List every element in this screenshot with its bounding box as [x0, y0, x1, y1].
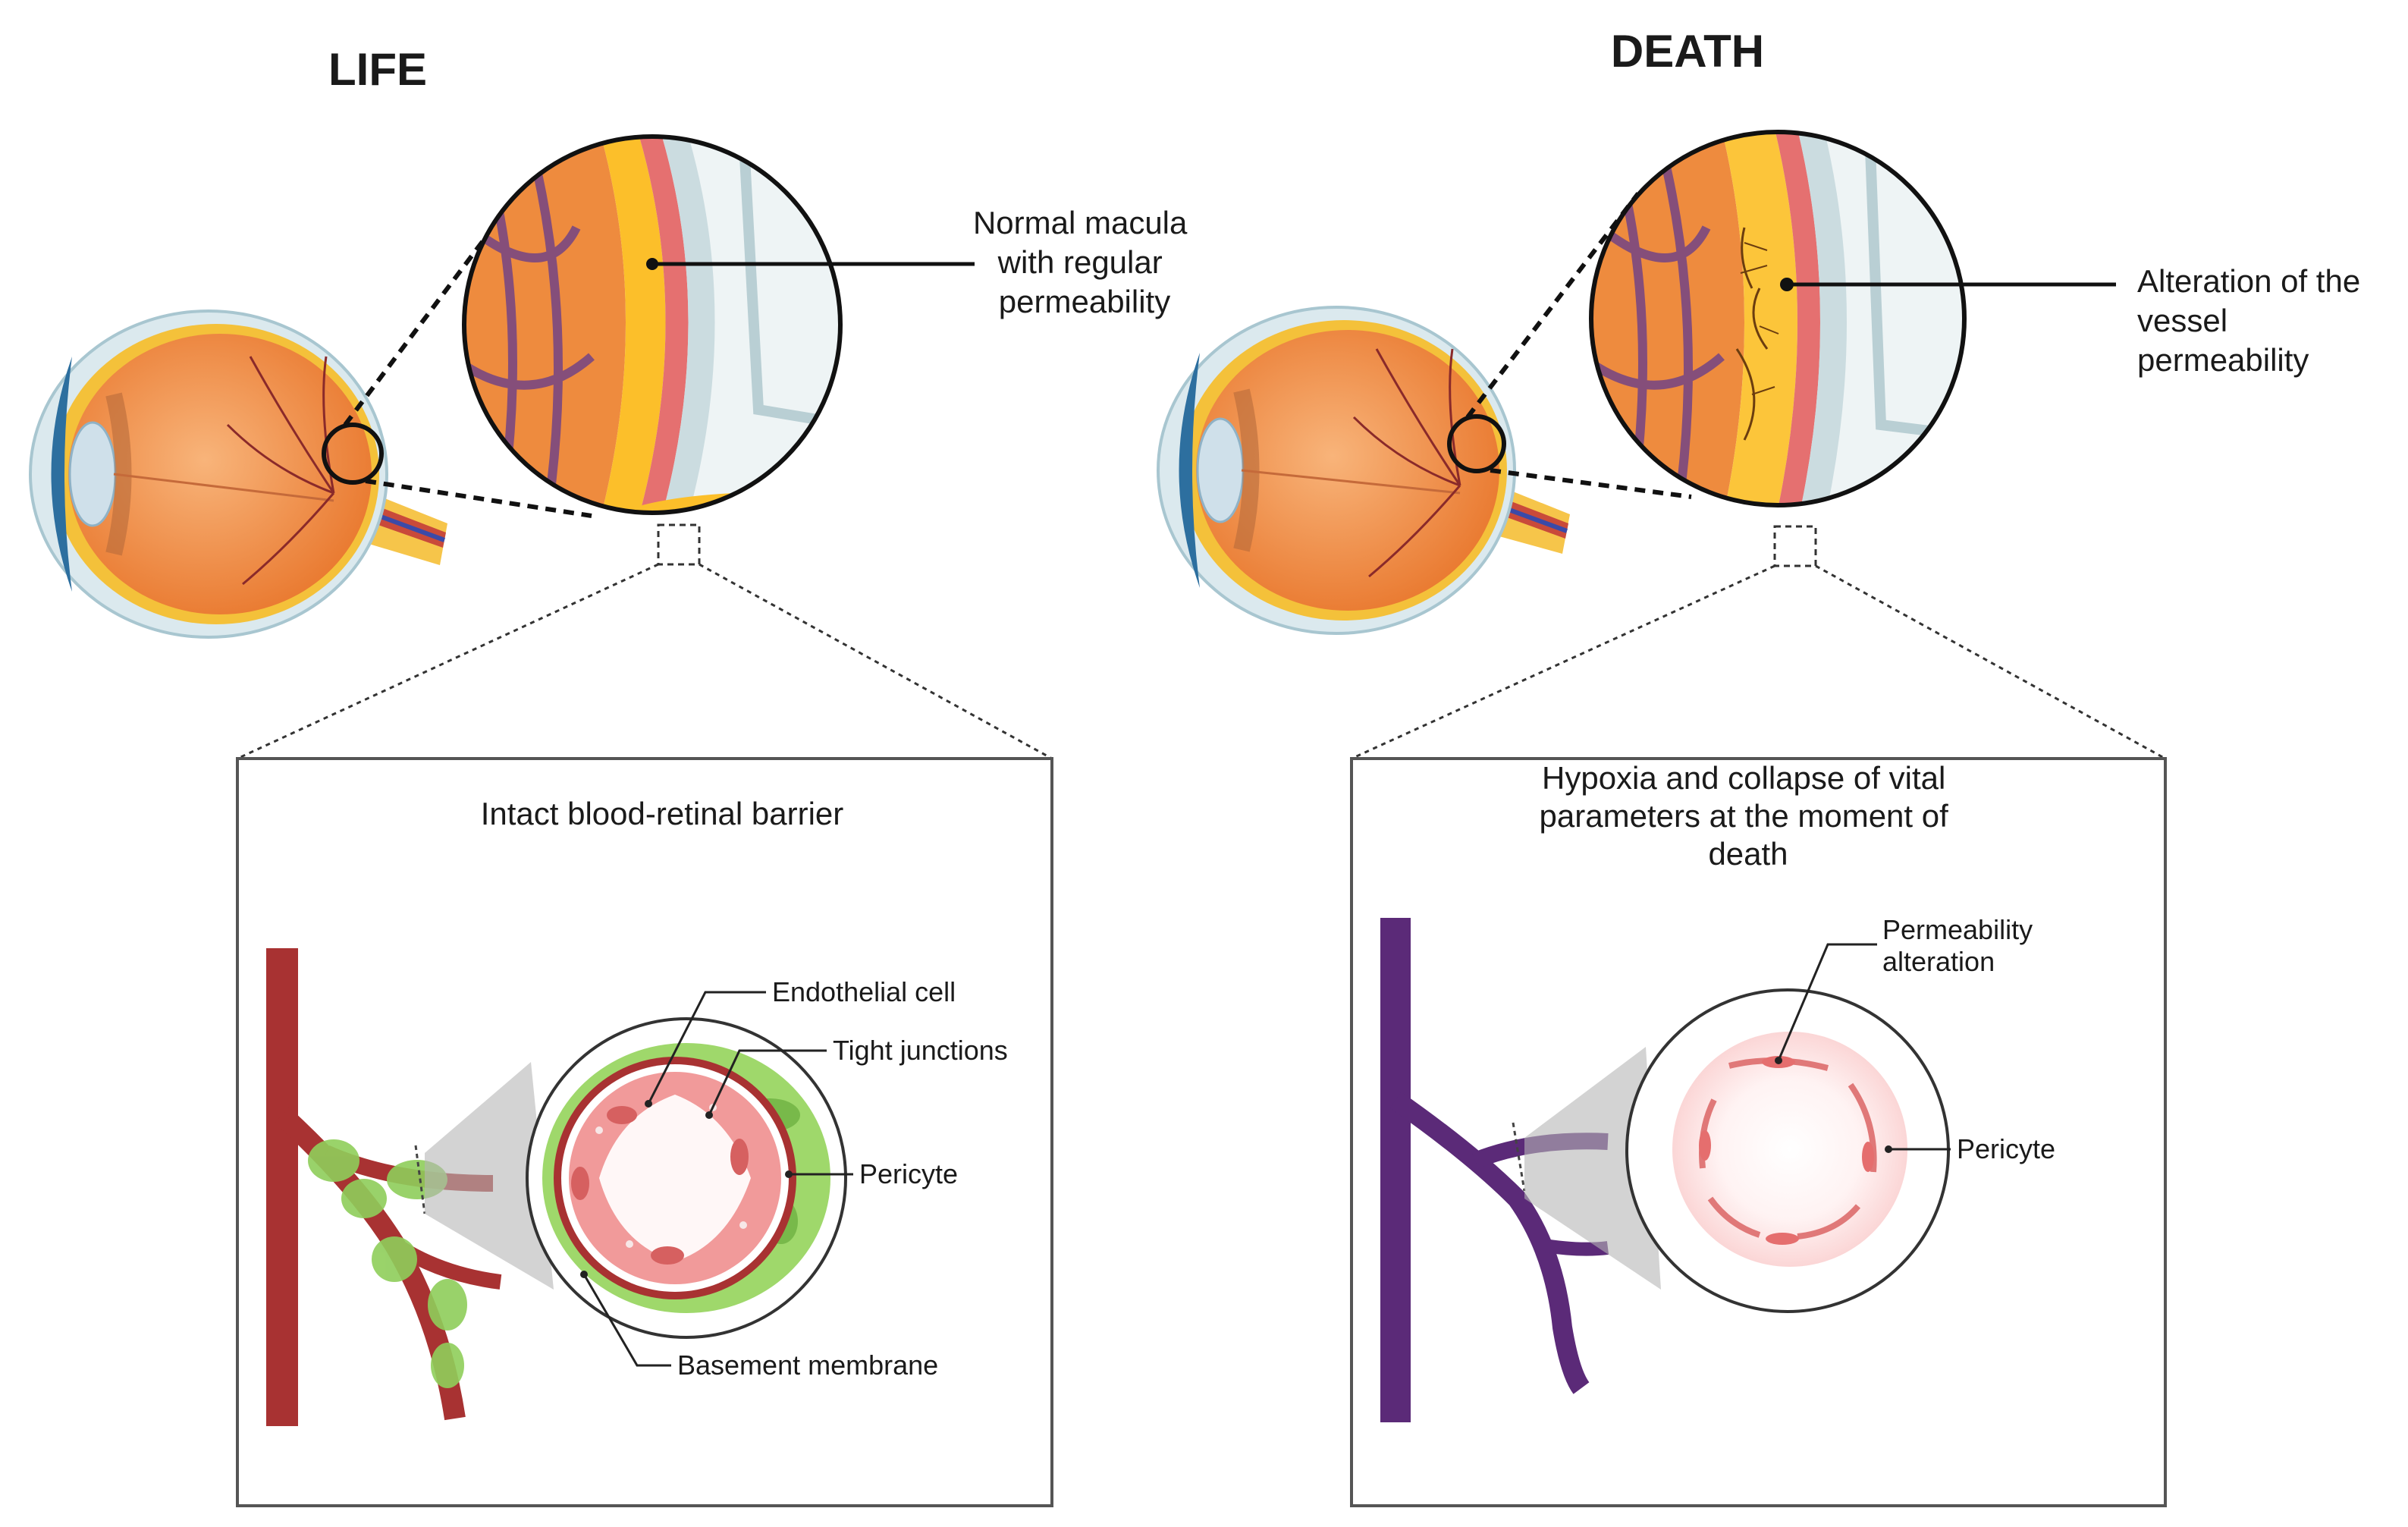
death-title: DEATH	[1611, 26, 1764, 77]
life-box-title: Intact blood-retinal barrier	[481, 796, 844, 831]
death-macula-label: Alteration of the vessel permeability	[2137, 263, 2369, 378]
death-macula-zoom	[1589, 130, 1967, 507]
death-eyeball	[1157, 306, 1570, 635]
life-title: LIFE	[328, 44, 427, 95]
life-macula-label: Normal macula with regular permeability	[973, 205, 1196, 319]
label-basement-membrane: Basement membrane	[677, 1349, 938, 1381]
label-endothelial-cell: Endothelial cell	[772, 976, 956, 1007]
death-box-title: Hypoxia and collapse of vital parameters…	[1540, 760, 1957, 872]
label-tight-junctions: Tight junctions	[833, 1035, 1008, 1066]
label-pericyte-death: Pericyte	[1957, 1133, 2055, 1164]
death-vessel-cross-section	[1625, 988, 1950, 1313]
life-macula-zoom	[462, 134, 843, 515]
life-capillary	[266, 948, 502, 1426]
label-pericyte-life: Pericyte	[859, 1158, 958, 1189]
life-eyeball	[29, 309, 447, 639]
life-vessel-cross-section	[526, 1017, 847, 1339]
label-permeability-alteration: Permeability alteration	[1882, 914, 2040, 977]
